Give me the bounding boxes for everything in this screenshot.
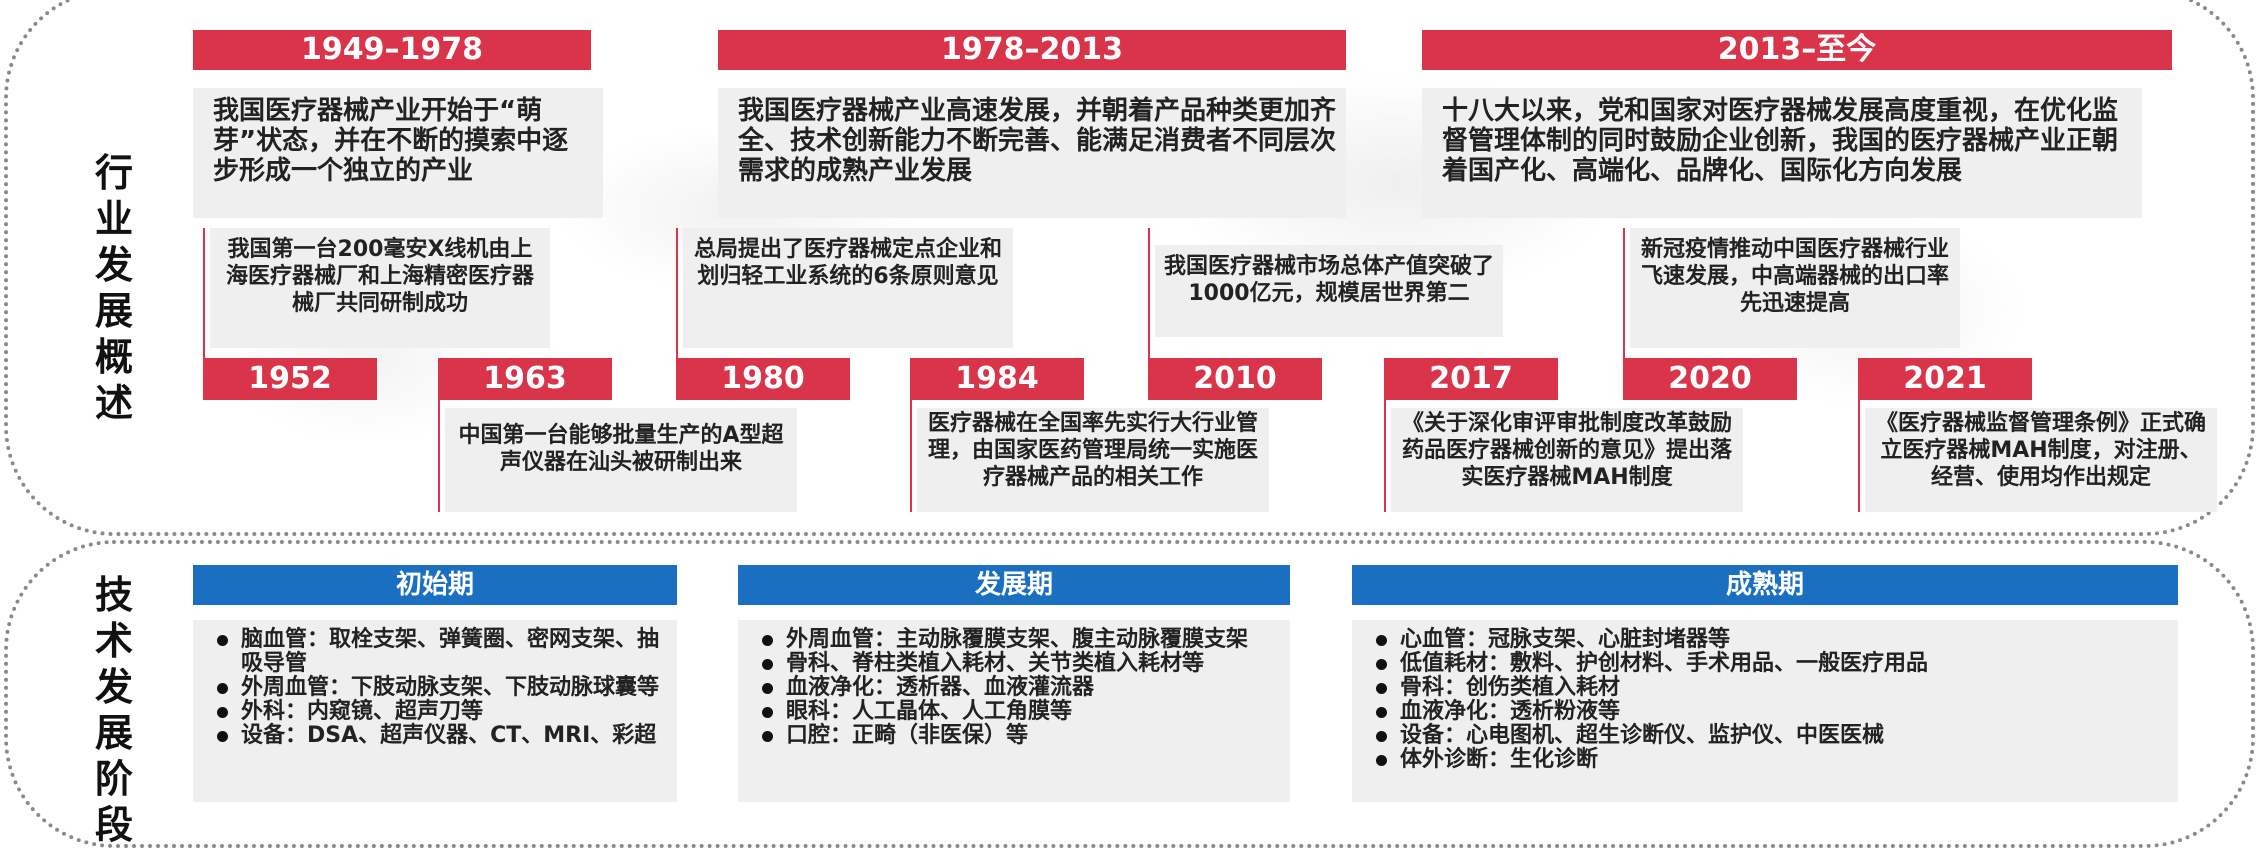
year-tag-2020: 2020 — [1623, 358, 1797, 400]
bullet-dot-icon — [217, 635, 228, 646]
stage-box-mature: 心血管：冠脉支架、心脏封堵器等低值耗材：敷料、护创材料、手术用品、一般医疗用品骨… — [1352, 620, 2178, 802]
event-box-1952: 我国第一台200毫安X线机由上海医疗器械厂和上海精密医疗器械厂共同研制成功 — [210, 228, 550, 348]
stage-item: 外科：内窥镜、超声刀等 — [215, 700, 669, 724]
year-tag-1963: 1963 — [438, 358, 612, 400]
stage-item-text: 外周血管：下肢动脉支架、下肢动脉球囊等 — [241, 675, 660, 700]
bullet-dot-icon — [762, 635, 773, 646]
bullet-dot-icon — [1376, 731, 1387, 742]
year-tag-2010: 2010 — [1148, 358, 1322, 400]
stage-item: 血液净化：透析器、血液灌流器 — [760, 676, 1282, 700]
bullet-dot-icon — [217, 683, 228, 694]
event-line-2010 — [1148, 228, 1150, 360]
stage-item-text: 外科：内窥镜、超声刀等 — [241, 699, 484, 724]
stage-item: 外周血管：主动脉覆膜支架、腹主动脉覆膜支架 — [760, 628, 1282, 652]
event-line-2021 — [1858, 400, 1860, 512]
event-line-1952 — [203, 228, 205, 360]
stage-item: 骨科：创伤类植入耗材 — [1374, 676, 2170, 700]
stage-item: 体外诊断：生化诊断 — [1374, 748, 2170, 772]
stage-item-text: 眼科：人工晶体、人工角膜等 — [786, 699, 1073, 724]
stage-item-text: 外周血管：主动脉覆膜支架、腹主动脉覆膜支架 — [786, 627, 1249, 652]
bullet-dot-icon — [1376, 755, 1387, 766]
event-box-2020: 新冠疫情推动中国医疗器械行业飞速发展，中高端器械的出口率先迅速提高 — [1630, 228, 1960, 348]
stage-item-text: 心血管：冠脉支架、心脏封堵器等 — [1400, 627, 1731, 652]
stage-item: 外周血管：下肢动脉支架、下肢动脉球囊等 — [215, 676, 669, 700]
event-box-2021: 《医疗器械监督管理条例》正式确立医疗器械MAH制度，对注册、经营、使用均作出规定 — [1865, 408, 2217, 512]
year-tag-1952: 1952 — [203, 358, 377, 400]
era-bar-1949-1978: 1949–1978 — [193, 30, 591, 70]
stage-bar-development: 发展期 — [738, 565, 1290, 605]
event-box-1980: 总局提出了医疗器械定点企业和划归轻工业系统的6条原则意见 — [683, 228, 1013, 348]
bullet-dot-icon — [762, 683, 773, 694]
year-tag-1984: 1984 — [910, 358, 1084, 400]
event-line-2017 — [1384, 400, 1386, 512]
event-line-1980 — [676, 228, 678, 360]
year-tag-2017: 2017 — [1384, 358, 1558, 400]
bullet-dot-icon — [762, 707, 773, 718]
bullet-dot-icon — [1376, 707, 1387, 718]
bullet-dot-icon — [762, 659, 773, 670]
stage-item: 眼科：人工晶体、人工角膜等 — [760, 700, 1282, 724]
era-desc-1949-1978: 我国医疗器械产业开始于“萌芽”状态，并在不断的摸索中逐步形成一个独立的产业 — [193, 88, 603, 218]
year-tag-2021: 2021 — [1858, 358, 2032, 400]
bullet-dot-icon — [1376, 635, 1387, 646]
stage-item-text: 骨科：创伤类植入耗材 — [1400, 675, 1621, 700]
era-bar-1978-2013: 1978–2013 — [718, 30, 1346, 70]
event-line-1984 — [910, 400, 912, 512]
stage-item: 口腔：正畸（非医保）等 — [760, 724, 1282, 748]
era-bar-2013-now: 2013–至今 — [1422, 30, 2172, 70]
stage-bar-initial: 初始期 — [193, 565, 677, 605]
stage-list-development: 外周血管：主动脉覆膜支架、腹主动脉覆膜支架骨科、脊柱类植入耗材、关节类植入耗材等… — [760, 628, 1282, 748]
bullet-dot-icon — [762, 731, 773, 742]
event-line-1963 — [438, 400, 440, 512]
event-box-1963: 中国第一台能够批量生产的A型超声仪器在汕头被研制出来 — [445, 408, 797, 512]
stage-item-text: 血液净化：透析粉液等 — [1400, 699, 1621, 724]
stage-bar-mature: 成熟期 — [1352, 565, 2178, 605]
stage-item: 心血管：冠脉支架、心脏封堵器等 — [1374, 628, 2170, 652]
bullet-dot-icon — [1376, 683, 1387, 694]
bullet-dot-icon — [217, 707, 228, 718]
stage-item-text: 设备：DSA、超声仪器、CT、MRI、彩超 — [241, 723, 657, 748]
stage-box-development: 外周血管：主动脉覆膜支架、腹主动脉覆膜支架骨科、脊柱类植入耗材、关节类植入耗材等… — [738, 620, 1290, 802]
event-box-1984: 医疗器械在全国率先实行大行业管理，由国家医药管理局统一实施医疗器械产品的相关工作 — [917, 408, 1269, 512]
event-box-2017: 《关于深化审评审批制度改革鼓励药品医疗器械创新的意见》提出落实医疗器械MAH制度 — [1391, 408, 1743, 512]
event-line-2020 — [1623, 228, 1625, 360]
bullet-dot-icon — [1376, 659, 1387, 670]
industry-overview-title: 行 业 发 展 概 述 — [94, 151, 133, 425]
stage-item-text: 低值耗材：敷料、护创材料、手术用品、一般医疗用品 — [1400, 651, 1929, 676]
stage-item: 脑血管：取栓支架、弹簧圈、密网支架、抽吸导管 — [215, 628, 669, 676]
era-desc-1978-2013: 我国医疗器械产业高速发展，并朝着产品种类更加齐全、技术创新能力不断完善、能满足消… — [718, 88, 1346, 218]
stage-list-initial: 脑血管：取栓支架、弹簧圈、密网支架、抽吸导管外周血管：下肢动脉支架、下肢动脉球囊… — [215, 628, 669, 748]
stage-item: 血液净化：透析粉液等 — [1374, 700, 2170, 724]
stage-item: 低值耗材：敷料、护创材料、手术用品、一般医疗用品 — [1374, 652, 2170, 676]
era-desc-2013-now: 十八大以来，党和国家对医疗器械发展高度重视，在优化监督管理体制的同时鼓励企业创新… — [1422, 88, 2142, 218]
stage-item-text: 设备：心电图机、超生诊断仪、监护仪、中医医械 — [1400, 723, 1885, 748]
stage-box-initial: 脑血管：取栓支架、弹簧圈、密网支架、抽吸导管外周血管：下肢动脉支架、下肢动脉球囊… — [193, 620, 677, 802]
stage-item-text: 血液净化：透析器、血液灌流器 — [786, 675, 1095, 700]
bullet-dot-icon — [217, 731, 228, 742]
event-box-2010: 我国医疗器械市场总体产值突破了1000亿元，规模居世界第二 — [1155, 245, 1503, 337]
stage-item-text: 口腔：正畸（非医保）等 — [786, 723, 1029, 748]
stage-item-text: 体外诊断：生化诊断 — [1400, 747, 1599, 772]
stage-item: 设备：心电图机、超生诊断仪、监护仪、中医医械 — [1374, 724, 2170, 748]
stage-item-text: 脑血管：取栓支架、弹簧圈、密网支架、抽吸导管 — [241, 627, 660, 676]
stage-item: 骨科、脊柱类植入耗材、关节类植入耗材等 — [760, 652, 1282, 676]
year-tag-1980: 1980 — [676, 358, 850, 400]
industry-overview-section — [4, 0, 2255, 536]
stage-item: 设备：DSA、超声仪器、CT、MRI、彩超 — [215, 724, 669, 748]
stage-list-mature: 心血管：冠脉支架、心脏封堵器等低值耗材：敷料、护创材料、手术用品、一般医疗用品骨… — [1374, 628, 2170, 772]
stage-item-text: 骨科、脊柱类植入耗材、关节类植入耗材等 — [786, 651, 1205, 676]
